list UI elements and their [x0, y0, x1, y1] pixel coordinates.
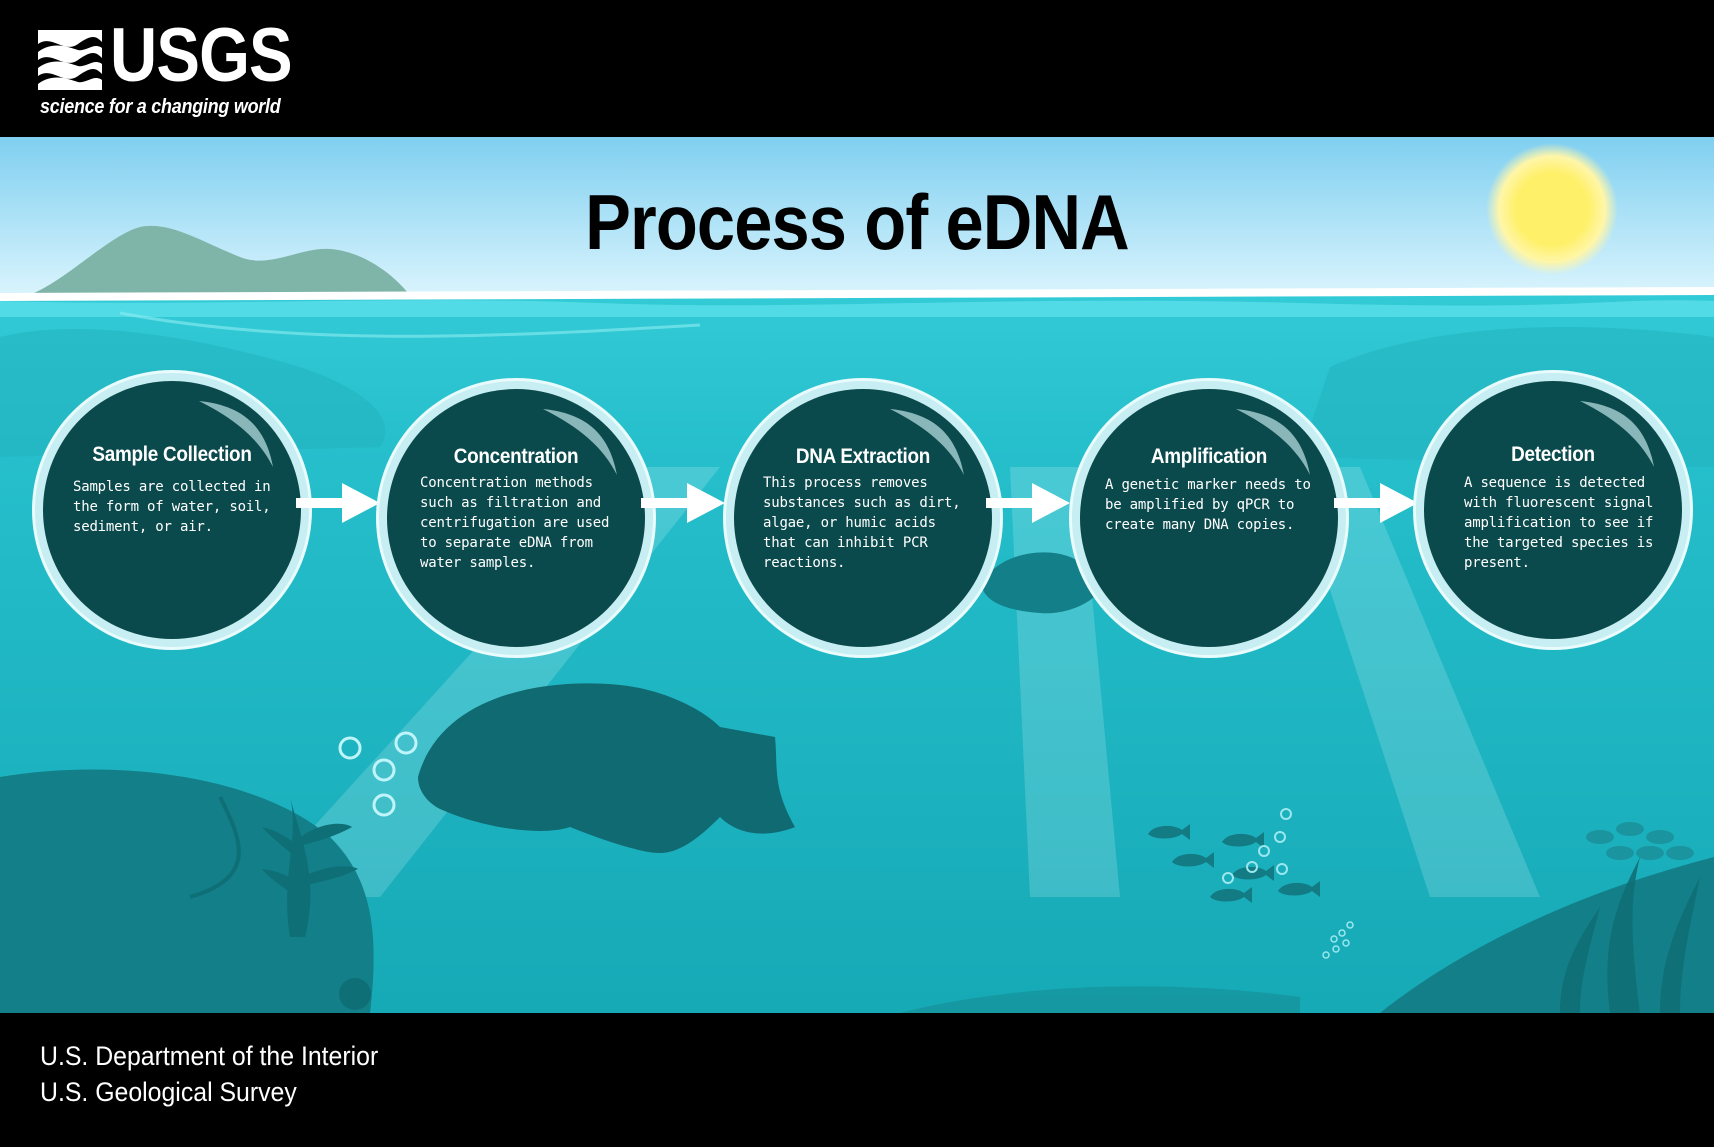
gloss-highlight — [1580, 401, 1654, 467]
gloss-highlight — [890, 409, 964, 475]
arrow-right-icon — [1334, 481, 1418, 525]
step-amplification: Amplification A genetic marker needs to … — [1080, 389, 1338, 647]
step-description: Samples are collected in the form of wat… — [73, 479, 271, 535]
page-title: Process of eDNA — [585, 178, 1130, 266]
usgs-logo-icon — [38, 30, 102, 90]
step-dna-extraction: DNA Extraction This process removes subs… — [734, 389, 992, 647]
step-detection: Detection A sequence is detected with fl… — [1424, 381, 1682, 639]
step-title: Amplification — [1150, 445, 1268, 468]
usgs-logo[interactable]: USGS science for a changing world — [38, 18, 338, 124]
step-sample-collection: Sample Collection Samples are collected … — [43, 381, 301, 639]
arrow-right-icon — [296, 481, 380, 525]
gloss-highlight — [543, 409, 617, 475]
step-description: This process removes substances such as … — [763, 475, 961, 571]
logo-wordmark: USGS — [110, 13, 293, 98]
step-title: DNA Extraction — [795, 445, 931, 468]
step-description: Concentration methods such as filtration… — [420, 475, 610, 571]
sun-icon — [1486, 143, 1618, 275]
bubble-icon — [338, 731, 418, 817]
step-title: Detection — [1511, 443, 1595, 466]
gloss-highlight — [199, 401, 273, 467]
step-description: A sequence is detected with fluorescent … — [1464, 475, 1654, 571]
arrow-right-icon — [641, 481, 725, 525]
arrow-right-icon — [986, 481, 1070, 525]
step-description: A genetic marker needs to be amplified b… — [1105, 477, 1311, 533]
step-title: Sample Collection — [92, 443, 252, 466]
fish-icon — [418, 683, 795, 853]
header: USGS science for a changing world — [0, 0, 1714, 137]
step-title: Concentration — [453, 445, 579, 468]
logo-tagline: science for a changing world — [40, 96, 281, 118]
island-icon — [34, 225, 408, 293]
gloss-highlight — [1236, 409, 1310, 475]
footer-agency: U.S. Geological Survey — [40, 1077, 297, 1107]
footer: U.S. Department of the Interior U.S. Geo… — [0, 1013, 1714, 1147]
fish-icon — [1148, 824, 1320, 903]
step-concentration: Concentration Concentration methods such… — [387, 389, 645, 647]
seaweed-icon — [262, 797, 358, 937]
footer-department: U.S. Department of the Interior — [40, 1041, 379, 1071]
fish-icon — [982, 550, 1120, 614]
